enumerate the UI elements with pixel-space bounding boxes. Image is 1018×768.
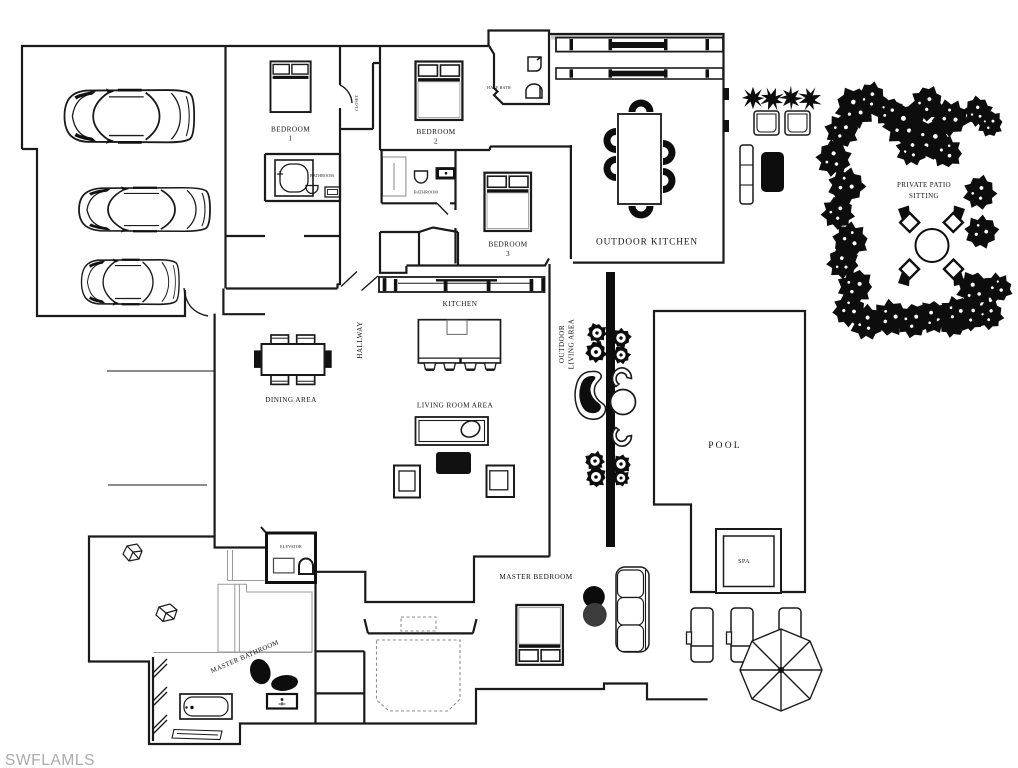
- svg-text:KITCHEN: KITCHEN: [443, 300, 478, 308]
- svg-text:CLOSET: CLOSET: [354, 94, 359, 111]
- svg-text:3: 3: [506, 250, 510, 258]
- svg-text:1: 1: [288, 135, 292, 143]
- svg-text:SWFLAMLS: SWFLAMLS: [5, 752, 95, 768]
- svg-text:OUTDOOR KITCHEN: OUTDOOR KITCHEN: [596, 238, 698, 248]
- svg-text:BEDROOM: BEDROOM: [271, 126, 310, 134]
- svg-text:BATHROOM: BATHROOM: [414, 190, 438, 195]
- svg-text:LIVING AREA: LIVING AREA: [568, 318, 576, 369]
- svg-text:BEDROOM: BEDROOM: [416, 128, 455, 136]
- svg-text:HALF BATH: HALF BATH: [487, 85, 511, 90]
- svg-text:LIVING ROOM AREA: LIVING ROOM AREA: [417, 402, 494, 410]
- svg-text:SITTING: SITTING: [909, 192, 939, 200]
- svg-text:ELEVATOR: ELEVATOR: [280, 544, 302, 549]
- svg-text:BATHROOM: BATHROOM: [310, 173, 334, 178]
- svg-text:POOL: POOL: [708, 441, 742, 451]
- svg-text:OUTDOOR: OUTDOOR: [558, 325, 566, 363]
- svg-text:MASTER BEDROOM: MASTER BEDROOM: [499, 573, 572, 581]
- svg-text:2: 2: [434, 138, 438, 146]
- svg-text:SPA: SPA: [738, 559, 750, 565]
- svg-text:BEDROOM: BEDROOM: [488, 241, 527, 249]
- svg-text:DINING AREA: DINING AREA: [265, 396, 317, 404]
- svg-text:PRIVATE PATIO: PRIVATE PATIO: [897, 181, 951, 189]
- svg-text:HALLWAY: HALLWAY: [356, 321, 364, 359]
